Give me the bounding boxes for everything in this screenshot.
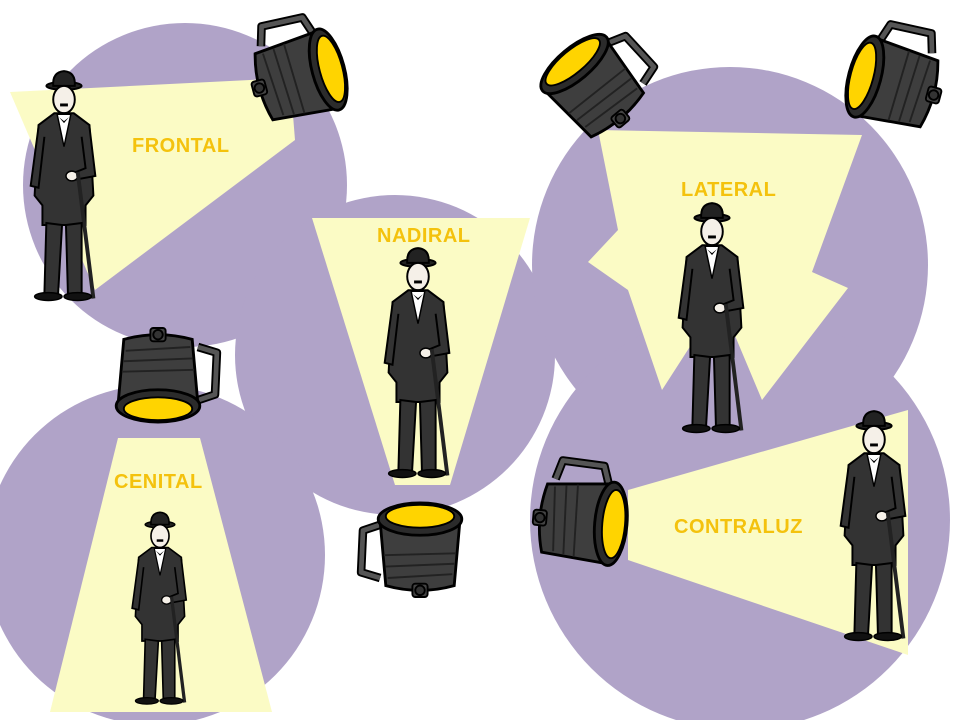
- label-nadiral: NADIRAL: [377, 225, 471, 247]
- label-cenital: CENITAL: [114, 471, 203, 493]
- labels: FRONTAL NADIRAL LATERAL CENITAL CONTRALU…: [114, 135, 803, 538]
- label-contraluz: CONTRALUZ: [674, 516, 803, 538]
- label-frontal: FRONTAL: [132, 135, 230, 157]
- label-lateral: LATERAL: [681, 179, 776, 201]
- contraluz-beam: [628, 410, 908, 655]
- spotlight-icon: [361, 503, 462, 597]
